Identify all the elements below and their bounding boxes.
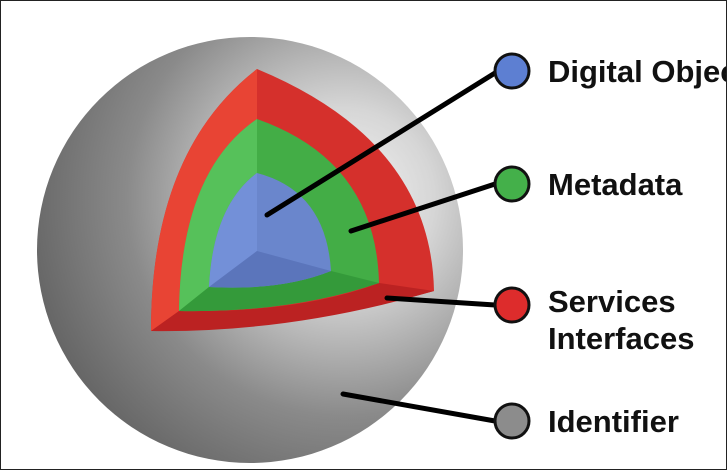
digital-object-core xyxy=(209,173,331,288)
identifier-dot xyxy=(493,402,531,440)
digital-object-connector xyxy=(264,70,498,218)
digital-object-label: Digital Object xyxy=(548,54,726,89)
digital-object-dot xyxy=(493,52,531,90)
metadata-label: Metadata xyxy=(548,167,683,202)
identifier-label: Identifier xyxy=(548,404,679,439)
metadata-connector xyxy=(348,181,498,234)
identifier-connector xyxy=(340,391,498,424)
services-interfaces-connector xyxy=(384,295,498,308)
services-label: Services xyxy=(548,284,676,319)
interfaces-label: Interfaces xyxy=(548,321,694,356)
connector-lines xyxy=(264,70,498,424)
metadata-dot xyxy=(493,165,531,203)
services-interfaces-dot xyxy=(493,286,531,324)
